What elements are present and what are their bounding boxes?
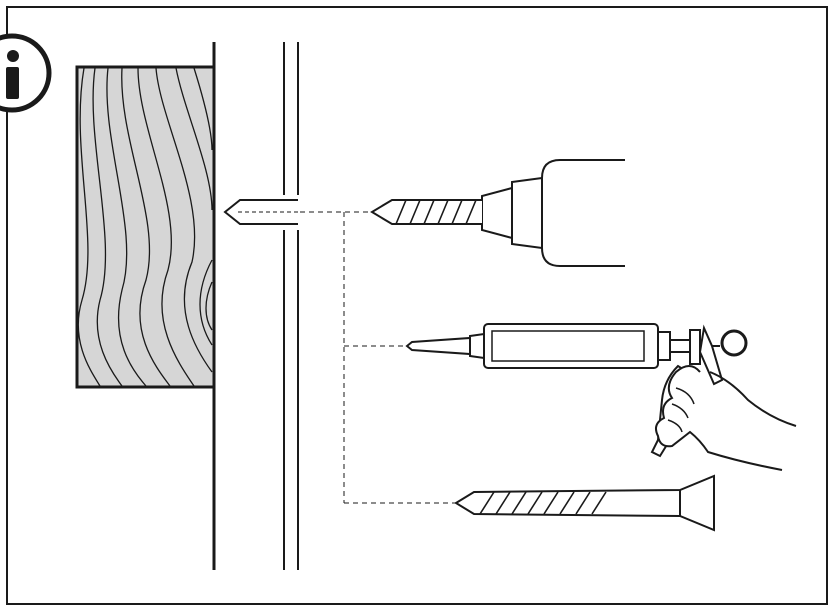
drilled-hole <box>223 199 300 225</box>
diagram-frame <box>6 6 828 605</box>
screw-icon <box>454 474 715 532</box>
guide-lines <box>300 211 456 504</box>
caulk-gun-icon <box>405 323 797 471</box>
wood-batten <box>75 65 216 389</box>
wall-panel <box>212 42 299 570</box>
info-icon: i <box>0 0 52 113</box>
info-glyph: i <box>0 0 1 1</box>
drill-icon <box>370 159 625 267</box>
